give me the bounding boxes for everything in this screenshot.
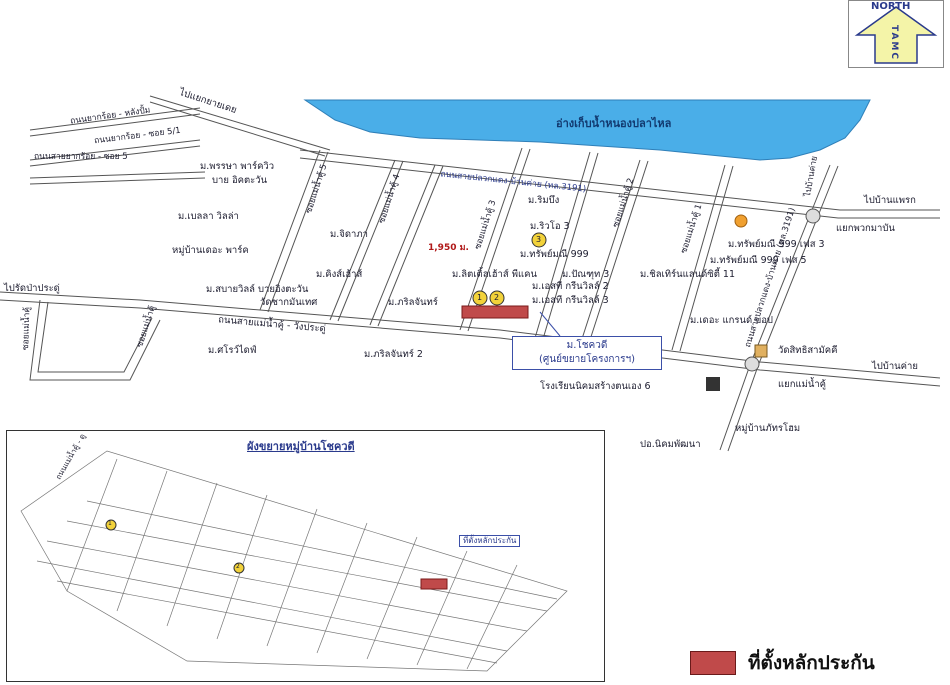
road-label-yak-3: ถนนสายยากร้อย - ซอย 5 [34,152,128,162]
marker-2: 2 [494,293,500,302]
place-label: ม.ทรัพย์มณี 999 เฟส 5 [710,255,807,266]
place-label: บาย อิคตะวัน [212,175,268,186]
place-label: ม.คิงส์เฮ้าส์ [316,269,363,280]
place-label: ม.ปัณฑุท 3 [562,269,610,280]
place-label: ม.ทรัพย์มณี 999 เฟส 3 [728,239,825,250]
place-label: ม.ลิตเติ้ลเฮ้าส์ พีแคน [452,269,537,280]
place-label: ม.จิดาภา [330,229,368,240]
place-label: ม.ทรัพย์มณี 999 [520,249,589,260]
place-label: ม.เอสที กรีนวิลล์ 2 [532,281,609,292]
north-arrow-icon [854,6,938,64]
place-label: ม.เบลลา วิลล่า [178,211,239,222]
place-label: แยกพวกมาบัน [836,223,895,234]
place-label: วัดชากมันเทศ [260,297,318,308]
inset-grid [20,450,568,672]
inset-plan: ผังขยายหมู่บ้านโชควดี ถนนแม่น้ำคู้ - ดู … [6,430,605,682]
legend-label: ที่ตั้งหลักประกัน [748,652,875,674]
north-arrow-box: NORTH TAMC [848,0,944,68]
legend-swatch [690,651,736,675]
place-label: ปอ.นิคมพัฒนา [640,439,701,450]
road-label-to-ban-khai: ไปบ้านค่าย [872,361,918,372]
place-label: วัดสิทธิสามัคคี [778,345,838,356]
shell-station-icon [734,214,748,228]
place-label: ม.ศโรว์ไดฟ์ [208,345,257,356]
marker-3: 3 [536,235,542,244]
marker-1: 1 [477,293,483,302]
place-label: โรงเรียนนิคมสร้างตนเอง 6 [540,381,651,392]
north-label: NORTH [871,1,911,12]
place-label: ม.สบายวิลล์ บายอิงตะวัน [206,284,309,295]
callout-line-2: (ศูนย์ขยายโครงการฯ) [539,354,635,365]
inset-marker-2: 2 [236,563,240,570]
place-label: ม.เอสที กรีนวิลล์ 3 [532,295,609,306]
place-label: ม.พรรษา พาร์ควิว [200,161,275,172]
temple-icon [754,344,768,358]
inset-plot-label: ที่ตั้งหลักประกัน [459,535,521,547]
road-label-to-wat: ไปรัดป่าประดู่ [4,283,60,294]
tamc-label: TAMC [889,25,899,61]
place-label: ม.ริมบึง [528,195,560,206]
reservoir [303,99,871,161]
road-label-left-1: ซอยแม่น้ำคู้ [21,306,33,351]
place-label: หมู่บ้านภัทรโฮม [735,423,801,434]
place-label: ม.ริวโอ 3 [530,221,570,232]
school-icon [706,377,720,391]
place-label: แยกแม่น้ำคู้ [778,379,827,390]
project-callout: ม.โชควดี (ศูนย์ขยายโครงการฯ) [512,336,662,370]
place-label: ม.ชิลเทิร์นแลนด์ซิตี้ 11 [640,269,735,280]
project-plot [461,305,529,319]
legend: ที่ตั้งหลักประกัน [690,648,875,678]
inset-marker-1: 1 [108,520,112,527]
place-label: ม.ภริลจันทร์ [388,297,438,308]
place-label: ม.เดอะ แกรนด์ บอป [690,315,773,326]
distance-label: 1,950 ม. [428,243,469,253]
traffic-light-icons [744,208,821,372]
inset-title: ผังขยายหมู่บ้านโชควดี [247,440,355,453]
reservoir-label: อ่างเก็บน้ำหนองปลาไหล [556,117,672,130]
road-label-to-ban-phrao: ไปบ้านแพรก [864,195,916,206]
place-label: ม.ภริลจันทร์ 2 [364,349,423,360]
place-label: หมู่บ้านเดอะ พาร์ค [172,245,249,256]
callout-line-1: ม.โชควดี [566,340,608,351]
inset-plot [420,578,448,590]
numbered-markers [472,232,547,306]
